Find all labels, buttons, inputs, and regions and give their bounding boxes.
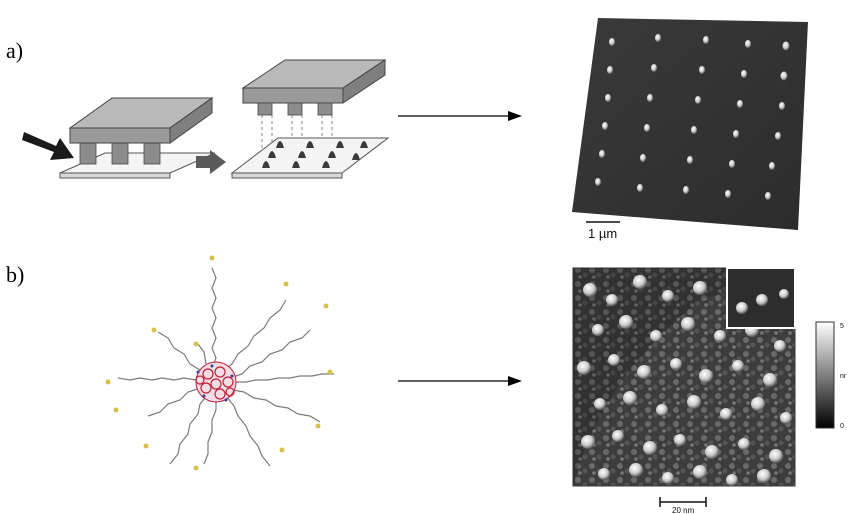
stamp-post	[111, 141, 129, 165]
panel-label-b: b)	[6, 262, 25, 287]
afm-surface-a	[572, 18, 808, 230]
stamp-post	[79, 141, 97, 165]
inset-particles	[736, 289, 789, 314]
gold-core	[195, 361, 237, 403]
grey-arrow	[196, 150, 226, 174]
colorbar-max-label: 5	[840, 323, 844, 330]
substrate-edge	[231, 172, 343, 179]
colorbar: 5 nr 0	[815, 321, 847, 430]
stamped-dots	[262, 141, 368, 168]
scale-label-a: 1 µm	[588, 226, 617, 241]
stamp-front	[69, 127, 171, 144]
arrow-b	[398, 376, 522, 386]
colorbar-min-label: 0	[840, 423, 844, 430]
arrow-a	[398, 111, 522, 121]
colorbar-unit-label: nr	[840, 373, 847, 380]
stamp-front	[242, 87, 344, 104]
stamp-post	[257, 102, 273, 116]
stamp-side	[169, 97, 213, 144]
black-arrow	[22, 132, 74, 160]
ligand-chains	[117, 267, 334, 467]
panel-label-a: a)	[6, 38, 24, 63]
stamp-side	[342, 59, 386, 104]
thiol-ends	[105, 255, 333, 471]
scale-label-b: 20 nm	[672, 506, 695, 514]
colorbar-gradient	[815, 321, 835, 429]
stamp-post	[143, 141, 161, 165]
substrate-edge	[59, 172, 171, 179]
stamp-schematic-right	[230, 59, 390, 179]
stamp-schematic-left	[22, 97, 226, 179]
afm-image-b: 20 nm	[572, 267, 796, 514]
stamp-post	[287, 102, 303, 116]
stamp-post	[317, 102, 333, 116]
afm-dot-rows	[595, 34, 790, 200]
nanoparticle-molecule	[105, 255, 334, 471]
afm-image-a: 1 µm	[572, 18, 808, 241]
